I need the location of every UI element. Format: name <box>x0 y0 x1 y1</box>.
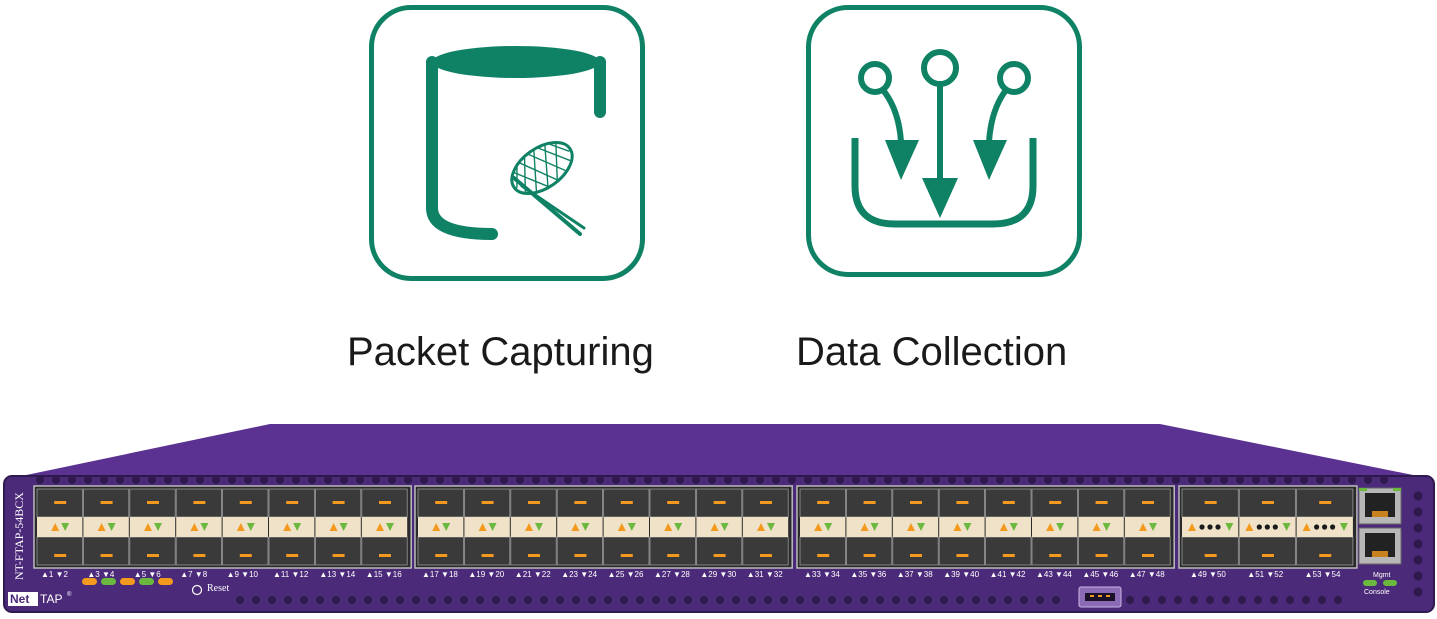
sfp-port-pair-1-2[interactable] <box>36 488 83 566</box>
sfp-port-pair-11-12[interactable] <box>268 488 315 566</box>
sfp-port-pair-31-32[interactable] <box>742 488 789 566</box>
sfp-port-pair-53-54[interactable] <box>1296 488 1354 566</box>
port-group-4: ▲49 ▼50 ▲51 ▼52 ▲53 ▼54 <box>1178 485 1358 579</box>
port-number-label: ▲19 ▼20 <box>468 570 504 579</box>
vent-holes <box>36 476 1423 604</box>
sfp-port-pair-13-14[interactable] <box>314 488 362 566</box>
database-net-icon <box>426 46 606 240</box>
port-number-label: ▲15 ▼16 <box>366 570 402 579</box>
port-number-label: ▲9 ▼10 <box>227 570 259 579</box>
sfp-port-pair-33-34[interactable] <box>799 488 846 566</box>
reset-button[interactable] <box>191 584 203 596</box>
port-number-label: ▲39 ▼40 <box>943 570 979 579</box>
sfp-port-pair-37-38[interactable] <box>892 488 939 566</box>
port-number-label: ▲23 ▼24 <box>561 570 597 579</box>
port-number-label: ▲45 ▼46 <box>1082 570 1118 579</box>
port-number-label: ▲49 ▼50 <box>1190 570 1226 579</box>
data-collection-tile <box>806 5 1082 277</box>
sfp-port-pair-15-16[interactable] <box>361 488 408 566</box>
port-number-label: ▲21 ▼22 <box>515 570 551 579</box>
sfp-port-pair-47-48[interactable] <box>1124 488 1171 566</box>
model-label: NT-FTAP-54BCX <box>12 492 26 580</box>
brand-prefix: Net <box>10 592 29 606</box>
console-port[interactable] <box>1358 527 1402 565</box>
port-group-2: ▲17 ▼18 ▲19 ▼20 ▲21 ▼22 ▲23 ▼24 ▲25 ▼26 ▲27 ▼… <box>414 485 793 579</box>
sfp-port-pair-39-40[interactable] <box>938 488 986 566</box>
port-number-label: ▲35 ▼36 <box>850 570 886 579</box>
port-number-label: ▲11 ▼12 <box>273 570 309 579</box>
sfp-port-pair-27-28[interactable] <box>649 488 696 566</box>
packet-capturing-tile <box>369 5 645 281</box>
status-leds <box>82 578 173 585</box>
port-number-label: ▲29 ▼30 <box>700 570 736 579</box>
port-number-label: ▲3 ▼4 <box>87 570 115 579</box>
port-number-label: ▲17 ▼18 <box>422 570 458 579</box>
sfp-port-pair-21-22[interactable] <box>510 488 557 566</box>
brand-suffix: TAP <box>40 592 62 606</box>
sfp-port-pair-9-10[interactable] <box>222 488 269 566</box>
sfp-port-pair-23-24[interactable] <box>556 488 604 566</box>
port-number-label: ▲31 ▼32 <box>747 570 783 579</box>
sfp-port-pair-35-36[interactable] <box>846 488 893 566</box>
usb-port[interactable] <box>1078 586 1122 608</box>
port-number-label: ▲43 ▼44 <box>1036 570 1072 579</box>
port-number-label: ▲47 ▼48 <box>1129 570 1165 579</box>
port-number-label: ▲5 ▼6 <box>134 570 162 579</box>
sfp-port-pair-49-50[interactable] <box>1181 488 1239 566</box>
converging-arrows-icon <box>851 49 1037 228</box>
sfp-port-pair-3-4[interactable] <box>83 488 130 566</box>
port-number-label: ▲37 ▼38 <box>897 570 933 579</box>
brand-registered: ® <box>67 591 72 598</box>
port-number-label: ▲1 ▼2 <box>41 570 69 579</box>
sfp-port-pair-41-42[interactable] <box>985 488 1032 566</box>
mgmt-label: Mgmt <box>1373 572 1391 579</box>
sfp-port-pair-5-6[interactable] <box>129 488 176 566</box>
port-number-label: ▲53 ▼54 <box>1305 570 1341 579</box>
sfp-port-pair-51-52[interactable] <box>1238 488 1297 566</box>
sfp-port-pair-45-46[interactable] <box>1078 488 1125 566</box>
port-group-3: ▲33 ▼34 ▲35 ▼36 ▲37 ▼38 ▲39 ▼40 ▲41 ▼42 ▲43 ▼… <box>796 485 1175 579</box>
chassis-top <box>12 424 1428 478</box>
console-label: Console <box>1364 589 1390 596</box>
sfp-port-pair-43-44[interactable] <box>1031 488 1078 566</box>
packet-capturing-label: Packet Capturing <box>347 330 654 374</box>
sfp-port-pair-29-30[interactable] <box>696 488 743 566</box>
network-tap-device: ▲1 ▼2 ▲3 ▼4 ▲5 ▼6 ▲7 ▼8 ▲9 ▼10 ▲11 ▼12 ▲13 ▼14… <box>0 420 1437 614</box>
data-collection-label: Data Collection <box>796 330 1068 374</box>
reset-label: Reset <box>207 583 229 594</box>
port-group-1: ▲1 ▼2 ▲3 ▼4 ▲5 ▼6 ▲7 ▼8 ▲9 ▼10 ▲11 ▼12 ▲13 ▼14… <box>33 485 412 579</box>
sfp-port-pair-25-26[interactable] <box>603 488 650 566</box>
port-number-label: ▲7 ▼8 <box>180 570 208 579</box>
mgmt-port[interactable] <box>1358 487 1402 525</box>
port-number-label: ▲13 ▼14 <box>319 570 355 579</box>
sfp-port-pair-19-20[interactable] <box>463 488 511 566</box>
port-number-label: ▲27 ▼28 <box>654 570 690 579</box>
port-number-label: ▲33 ▼34 <box>804 570 840 579</box>
sfp-port-pair-7-8[interactable] <box>175 488 222 566</box>
port-number-label: ▲25 ▼26 <box>608 570 644 579</box>
brand-logo-box <box>8 592 38 606</box>
sfp-port-pair-17-18[interactable] <box>417 488 464 566</box>
port-number-label: ▲41 ▼42 <box>990 570 1026 579</box>
port-number-label: ▲51 ▼52 <box>1247 570 1283 579</box>
